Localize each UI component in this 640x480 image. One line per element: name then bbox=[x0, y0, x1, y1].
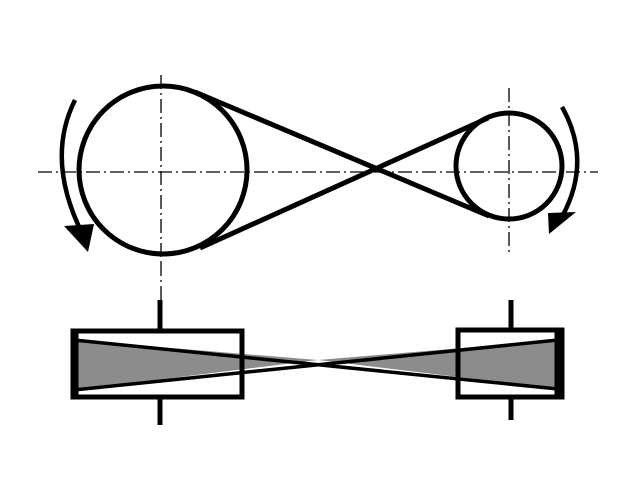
right-belt-wedge bbox=[318, 340, 558, 389]
small-pulley-arrowhead-icon bbox=[548, 212, 576, 234]
side-view-belt-strands bbox=[73, 338, 559, 392]
left-belt-wedge bbox=[74, 340, 318, 390]
rotation-arrows bbox=[59, 98, 580, 252]
centre-lines bbox=[38, 75, 598, 300]
front-view bbox=[76, 83, 565, 257]
small-pulley-rotation-arrow bbox=[560, 105, 580, 217]
belt-strand-upper bbox=[194, 89, 490, 219]
small-pulley bbox=[453, 110, 565, 222]
large-pulley-rotation-arrow bbox=[59, 98, 86, 237]
side-view bbox=[70, 300, 565, 425]
right-pulley-outline bbox=[455, 327, 565, 400]
belt-strand-side-b bbox=[73, 338, 559, 392]
large-pulley bbox=[76, 83, 250, 257]
large-pulley-arrowhead-icon bbox=[64, 224, 94, 252]
belt-strand-lower bbox=[198, 115, 490, 251]
